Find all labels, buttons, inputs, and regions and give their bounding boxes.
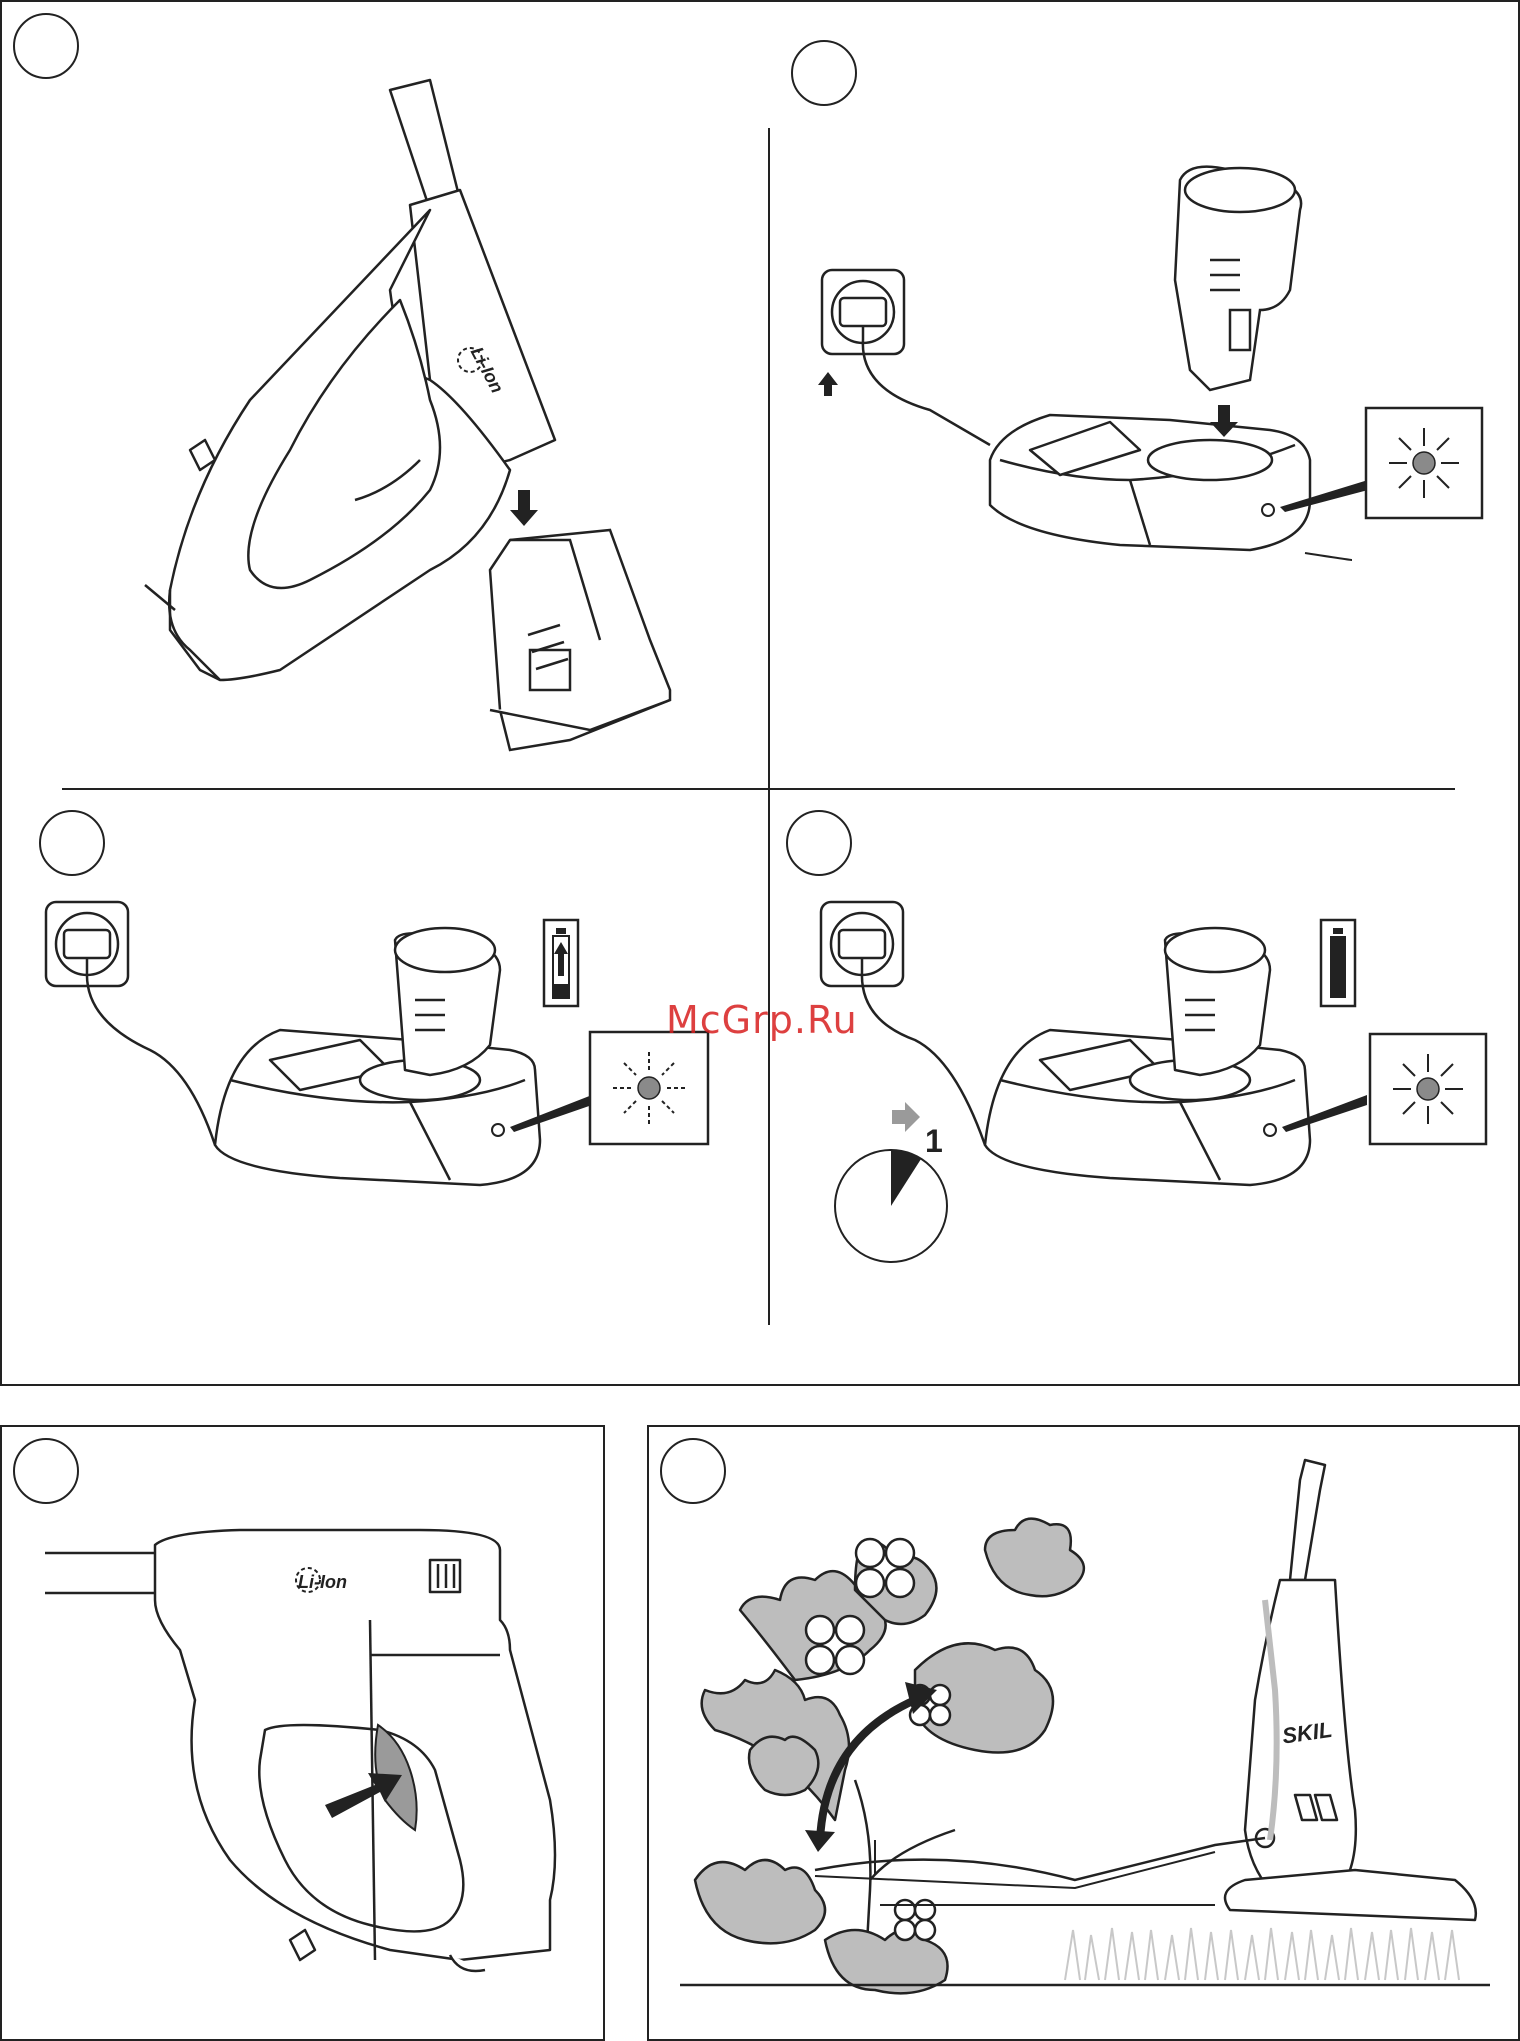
- trimming-illustration: SKIL: [655, 1450, 1515, 2030]
- timer-icon: 1: [835, 1102, 947, 1262]
- led-blink-icon: [1370, 1034, 1486, 1144]
- battery-full-icon: [1321, 920, 1355, 1006]
- charge-complete-illustration: 1: [805, 880, 1520, 1280]
- step-circle-1: [13, 13, 79, 79]
- svg-text:Li-Ion: Li-Ion: [298, 1572, 347, 1592]
- li-ion-logo-bottom: Li-Ion: [296, 1568, 347, 1592]
- battery-release-illustration: Li-Ion: [40, 1500, 600, 2020]
- charging-illustration: [30, 880, 750, 1260]
- arrow-down-icon: [510, 490, 538, 526]
- arrow-up-icon: [818, 372, 838, 396]
- remove-battery-illustration: Li-Ion: [130, 70, 730, 830]
- charger-insert-illustration: [790, 160, 1510, 720]
- watermark-text: McGrp.Ru: [666, 998, 858, 1042]
- step-circle-2: [791, 40, 857, 106]
- led-blink-icon: [1366, 408, 1482, 518]
- battery-charging-icon: [544, 920, 578, 1006]
- timer-number: 1: [925, 1123, 943, 1159]
- led-blink-icon: [590, 1032, 708, 1144]
- step-circle-4: [786, 810, 852, 876]
- step-circle-3: [39, 810, 105, 876]
- step-circle-5: [13, 1438, 79, 1504]
